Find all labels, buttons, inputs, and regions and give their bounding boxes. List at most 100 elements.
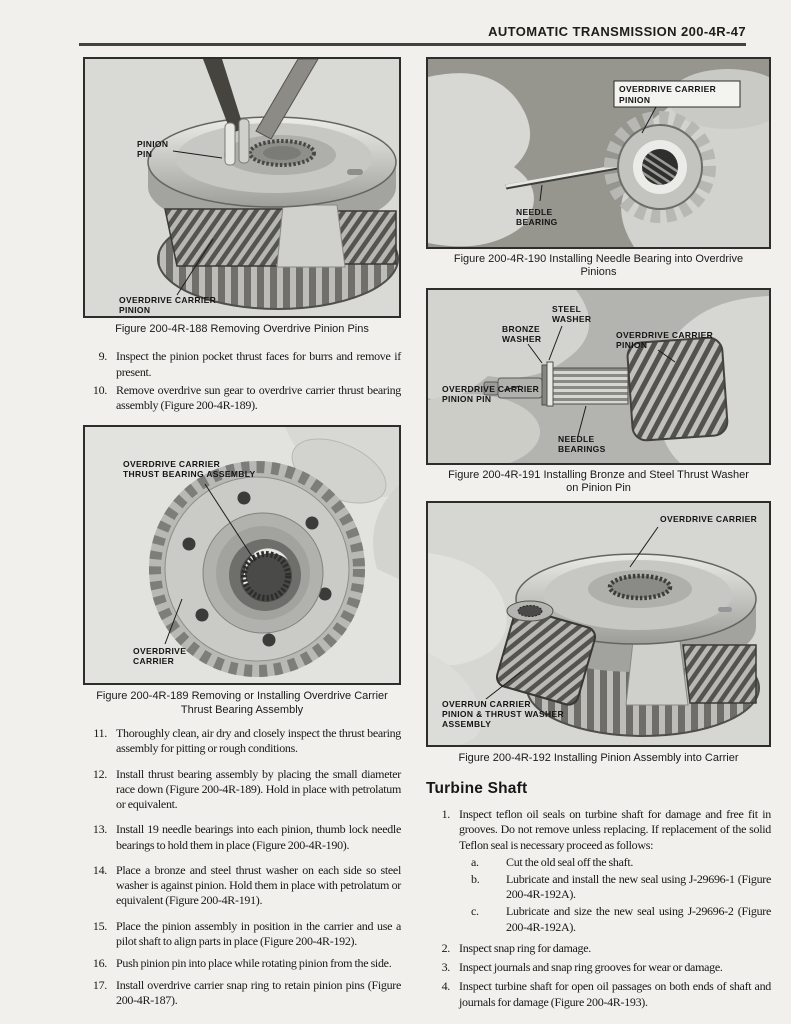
step-text: Inspect the pinion pocket thrust faces f… — [116, 349, 401, 379]
step-9: 9. Inspect the pinion pocket thrust face… — [83, 349, 402, 379]
figure-190-caption: Figure 200-4R-190 Installing Needle Bear… — [453, 253, 744, 279]
step-number: 3. — [441, 960, 451, 975]
figure-189-illustration: OVERDRIVE CARRIER THRUST BEARING ASSEMBL… — [85, 427, 399, 684]
turbine-step-3: 3. Inspect journals and snap ring groove… — [426, 960, 771, 975]
right-column: OVERDRIVE CARRIER PINION NEEDLE BEARING … — [426, 57, 771, 1010]
step-13: 13. Install 19 needle bearings into each… — [83, 822, 401, 852]
photo-label-overdrive-carrier-pinion-pin: OVERDRIVE CARRIER — [442, 384, 539, 394]
figure-192-illustration: OVERDRIVE CARRIER OVERRUN CARRIER PINION… — [428, 502, 769, 745]
step-number: 17. — [92, 978, 107, 993]
steps-11-17: 11. Thoroughly clean, air dry and closel… — [83, 726, 401, 1009]
step-text: Inspect turbine shaft for open oil passa… — [459, 979, 771, 1009]
photo-label-needle-bearings: BEARINGS — [558, 444, 606, 454]
photo-label-overdrive-carrier-pinion: PINION — [619, 95, 650, 105]
drum-shape — [147, 116, 399, 310]
photo-label-steel-washer: STEEL — [552, 304, 581, 314]
step-text: Thoroughly clean, air dry and closely in… — [116, 726, 401, 756]
photo-label-overrun-assembly: OVERRUN CARRIER — [442, 699, 531, 709]
page-header: AUTOMATIC TRANSMISSION 200-4R-47 — [79, 24, 746, 46]
leader-line — [577, 405, 587, 436]
figure-188-photo: PINION PIN OVERDRIVE CARRIER PINION — [83, 57, 401, 318]
step-text: Install 19 needle bearings into each pin… — [116, 822, 401, 852]
step-text: Install thrust bearing assembly by placi… — [116, 766, 401, 812]
step-10: 10. Remove overdrive sun gear to overdri… — [83, 383, 401, 413]
step-11: 11. Thoroughly clean, air dry and closel… — [83, 726, 401, 756]
step-number: 10. — [92, 382, 107, 397]
photo-label-thrust-bearing: OVERDRIVE CARRIER — [123, 459, 220, 469]
substep-text: Lubricate and install the new seal using… — [506, 871, 771, 902]
leader-line — [176, 238, 214, 296]
figure-192-caption: Figure 200-4R-192 Installing Pinion Asse… — [458, 751, 739, 764]
pinion-pin-assembly-shape — [483, 336, 729, 442]
leader-line — [164, 599, 183, 645]
step-number: 14. — [92, 862, 107, 877]
leader-line — [503, 385, 521, 391]
photo-label-pinion-pin: PIN — [137, 149, 152, 159]
figure-191-caption: Figure 200-4R-191 Installing Bronze and … — [448, 468, 749, 495]
photo-label-bronze-washer: WASHER — [502, 334, 541, 344]
leader-line — [629, 526, 659, 567]
step-text: Inspect journals and snap ring grooves f… — [459, 960, 723, 975]
substep-letter: b. — [471, 871, 480, 886]
photo-label-overdrive-carrier-pinion-pin: PINION PIN — [442, 394, 491, 404]
photo-label-steel-washer: WASHER — [552, 314, 591, 324]
overrun-pinion-shape — [495, 600, 597, 706]
substep-text: Cut the old seal off the shaft. — [506, 854, 634, 869]
photo-label-overdrive-carrier: CARRIER — [133, 656, 174, 666]
figure-188-illustration: PINION PIN OVERDRIVE CARRIER PINION — [85, 59, 399, 316]
substep-text: Lubricate and size the new seal using J-… — [506, 904, 771, 934]
step-14: 14. Place a bronze and steel thrust wash… — [83, 863, 401, 909]
photo-label-overdrive-carrier-pinion: PINION — [616, 340, 647, 350]
photo-label-overdrive-carrier: OVERDRIVE — [133, 646, 186, 656]
substep-letter: c. — [471, 904, 479, 919]
step-number: 12. — [92, 766, 107, 781]
carrier-drum-shape — [515, 552, 760, 737]
leader-line — [204, 484, 256, 562]
turbine-substeps: a. Cut the old seal off the shaft. b. Lu… — [459, 855, 771, 935]
step-15: 15. Place the pinion assembly in positio… — [83, 919, 401, 949]
turbine-step-4: 4. Inspect turbine shaft for open oil pa… — [426, 979, 772, 1009]
turbine-steps: 1. Inspect teflon oil seals on turbine s… — [426, 807, 772, 1010]
photo-label-bronze-washer: BRONZE — [502, 324, 540, 334]
leader-line — [485, 670, 523, 700]
figure-191-illustration: STEEL WASHER BRONZE WASHER OVERDRIVE CAR… — [428, 289, 769, 463]
pliers-shape — [203, 59, 319, 140]
turbine-step-1: 1. Inspect teflon oil seals on turbine s… — [426, 807, 772, 937]
photo-label-overdrive-carrier-pinion: OVERDRIVE CARRIER — [619, 84, 716, 94]
photo-label-overdrive-carrier-pinion: PINION — [119, 305, 150, 315]
leader-line — [548, 325, 563, 360]
photo-label-overdrive-carrier-pinion: OVERDRIVE CARRIER — [616, 330, 713, 340]
hand-shape — [428, 552, 507, 745]
leader-line — [539, 184, 543, 202]
figure-192-photo: OVERDRIVE CARRIER OVERRUN CARRIER PINION… — [426, 500, 771, 747]
photo-label-overrun-assembly: ASSEMBLY — [442, 719, 491, 729]
figure-190-illustration: OVERDRIVE CARRIER PINION NEEDLE BEARING — [428, 59, 769, 247]
section-heading-turbine-shaft: Turbine Shaft — [426, 780, 528, 798]
step-number: 4. — [441, 979, 451, 994]
leader-line — [641, 106, 657, 134]
leader-line — [657, 349, 676, 363]
pinion-pin-shape — [224, 118, 250, 166]
figure-189-photo: OVERDRIVE CARRIER THRUST BEARING ASSEMBL… — [83, 425, 401, 686]
step-number: 9. — [98, 349, 108, 364]
photo-label-overdrive-carrier-pinion: OVERDRIVE CARRIER — [119, 295, 216, 305]
photo-label-needle-bearing: NEEDLE — [516, 207, 553, 217]
left-column: PINION PIN OVERDRIVE CARRIER PINION Figu… — [83, 57, 401, 1019]
step-number: 15. — [92, 918, 107, 933]
step-number: 2. — [441, 940, 451, 955]
step-number: 13. — [92, 822, 107, 837]
steps-9-10: 9. Inspect the pinion pocket thrust face… — [83, 349, 401, 413]
turbine-substep-b: b. Lubricate and install the new seal us… — [459, 872, 771, 902]
step-text: Install overdrive carrier snap ring to r… — [116, 978, 401, 1008]
substep-letter: a. — [471, 854, 479, 869]
step-text: Remove overdrive sun gear to overdrive c… — [116, 382, 401, 413]
step-text: Place the pinion assembly in position in… — [116, 918, 401, 948]
step-text: Inspect teflon oil seals on turbine shaf… — [459, 807, 771, 852]
step-number: 1. — [441, 807, 451, 822]
turbine-substep-a: a. Cut the old seal off the shaft. — [459, 855, 771, 870]
step-text: Push pinion pin into place while rotatin… — [116, 955, 392, 970]
step-number: 11. — [93, 726, 107, 741]
step-12: 12. Install thrust bearing assembly by p… — [83, 767, 401, 813]
figure-188-caption: Figure 200-4R-188 Removing Overdrive Pin… — [115, 323, 369, 335]
